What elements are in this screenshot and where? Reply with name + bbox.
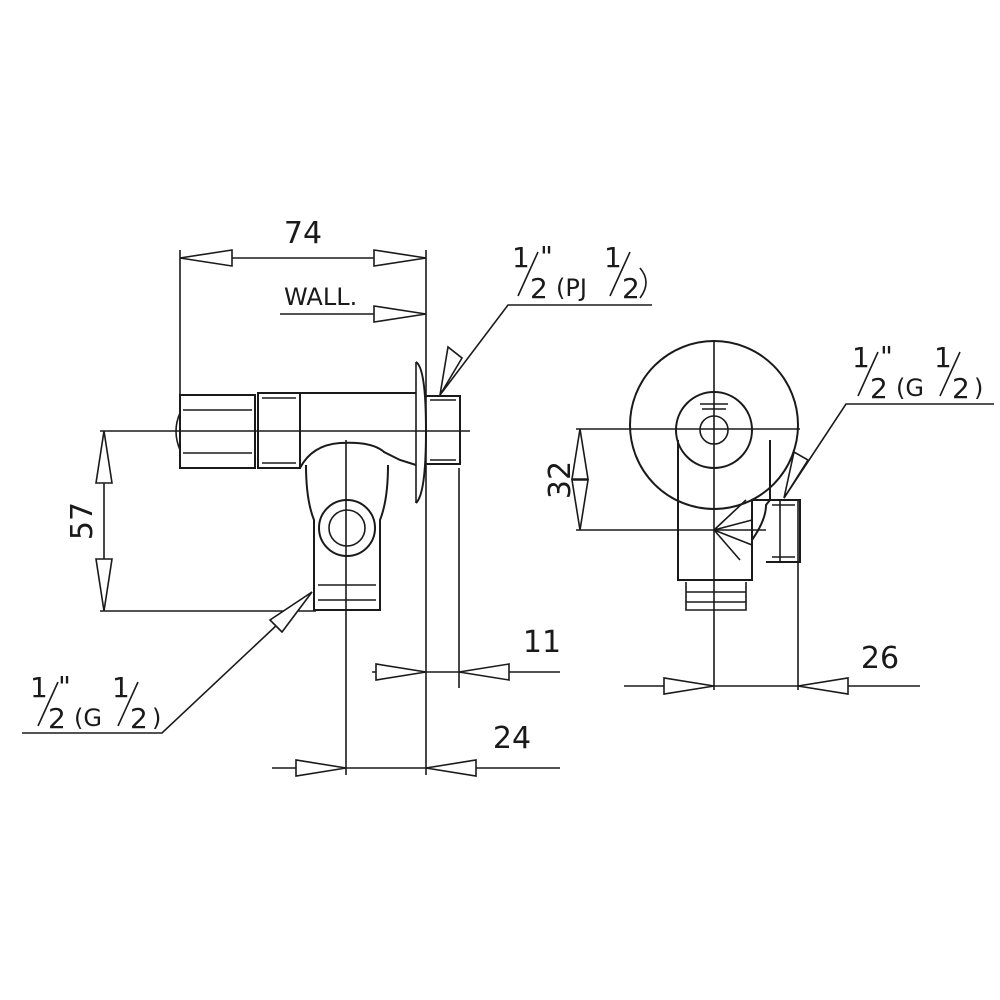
inlet-thread-tail-num: 1	[604, 241, 622, 274]
outlet-thread-tail-num: 1	[112, 671, 130, 704]
side-thread-type: (G	[896, 374, 924, 402]
dimension-32: 32	[543, 428, 589, 531]
side-thread-den: 2	[870, 372, 888, 405]
outlet-thread-tail-den: 2	[130, 702, 148, 735]
outlet-thread-type: (G	[74, 704, 102, 732]
dimension-32-label: 32	[543, 461, 578, 499]
dimension-57-label: 57	[65, 502, 100, 540]
inlet-thread-mark: "	[540, 240, 553, 273]
dimension-24: 24	[272, 721, 560, 777]
dimension-74-label: 74	[284, 216, 322, 251]
dimension-11-label: 11	[523, 625, 561, 660]
inlet-thread-type: (PJ	[556, 274, 587, 302]
handle-nut	[175, 394, 256, 469]
dimension-74: 74	[179, 216, 427, 267]
inlet-thread-den: 2	[530, 272, 548, 305]
inlet-thread-callout: 1 2 " (PJ 1 2	[439, 240, 652, 396]
dimension-26-label: 26	[861, 641, 899, 676]
side-view: 74 WALL. 57 11 24	[22, 216, 652, 777]
side-thread-tail-den: 2	[952, 372, 970, 405]
side-thread-callout: 1 2 " (G 1 2 )	[783, 340, 994, 499]
side-thread-mark: "	[880, 340, 893, 373]
dimension-57: 57	[65, 430, 113, 612]
outlet-thread-mark: "	[58, 670, 71, 703]
side-thread-tail-num: 1	[934, 341, 952, 374]
inlet-thread-num: 1	[512, 241, 530, 274]
inlet-thread-tail-den: 2	[622, 272, 640, 305]
outlet-leg	[305, 464, 389, 611]
outlet-thread-num: 1	[30, 671, 48, 704]
valve-body	[257, 361, 461, 504]
dimension-11: 11	[372, 625, 561, 681]
dimension-26: 26	[624, 641, 920, 695]
outlet-thread-close: )	[152, 704, 161, 732]
wall-label: WALL.	[284, 283, 357, 311]
wall-callout: WALL.	[280, 283, 427, 323]
side-thread-num: 1	[852, 341, 870, 374]
front-view: 32 26 1 2 " (G 1 2 )	[543, 340, 994, 695]
dimension-24-label: 24	[493, 721, 531, 756]
outlet-thread-callout: 1 2 " (G 1 2 )	[22, 591, 313, 735]
side-thread-close: )	[974, 374, 983, 402]
outlet-thread-den: 2	[48, 702, 66, 735]
outlet-bore	[318, 499, 376, 557]
